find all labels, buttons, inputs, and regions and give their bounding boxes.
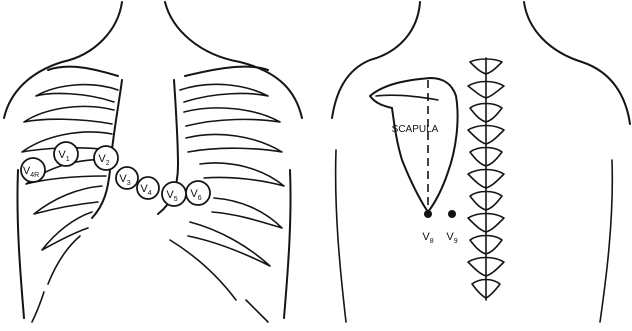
rib (34, 186, 102, 214)
lead-v8-dot (424, 210, 432, 218)
lead-v2: V2 (94, 146, 118, 170)
rib (170, 240, 236, 300)
lead-v3: V3 (116, 167, 138, 189)
rib (180, 84, 268, 102)
rib (42, 212, 92, 250)
rib (48, 236, 80, 284)
anterior-left-arm-edge (284, 170, 291, 318)
anterior-chest-panel (4, 2, 302, 322)
lead-v6: V6 (186, 181, 210, 205)
anterior-body-outline (4, 2, 122, 118)
rib (24, 106, 114, 124)
rib (212, 198, 282, 228)
rib (184, 108, 280, 126)
lead-v8-label: V8 (422, 231, 433, 245)
rib (188, 222, 270, 266)
anterior-body-outline-right (165, 2, 302, 118)
left-clavicle (185, 67, 268, 76)
lead-v9-dot (448, 210, 456, 218)
rib (36, 85, 118, 102)
lead-v1: V1 (54, 142, 78, 166)
posterior-left-side (336, 150, 346, 322)
lead-v9-label: V9 (446, 231, 457, 245)
anterior-right-arm-edge (17, 170, 24, 318)
vertebral-column (468, 58, 504, 300)
anterior-leads: V4R V1 V2 V3 V4 V5 V6 (21, 142, 210, 206)
rib (200, 163, 284, 186)
rib (186, 134, 282, 152)
lead-v4: V4 (137, 177, 159, 199)
lead-v5: V5 (162, 182, 186, 206)
lead-v4r: V4R (21, 158, 45, 182)
scapula-outline (370, 78, 458, 212)
posterior-back-panel: SCAPULA V8 V9 (332, 2, 630, 322)
scapula-label: SCAPULA (392, 124, 439, 135)
posterior-body-outline-right (524, 2, 630, 124)
right-clavicle (48, 67, 118, 76)
posterior-right-side (600, 160, 612, 322)
